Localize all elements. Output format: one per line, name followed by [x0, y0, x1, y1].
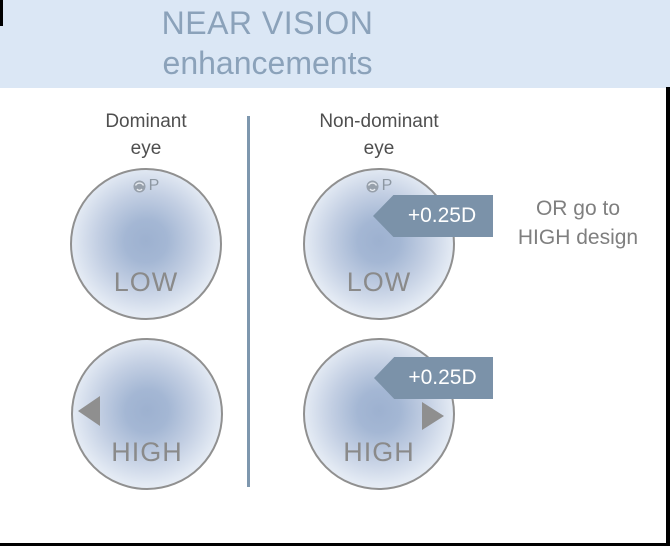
- crop-edge-right: [666, 87, 670, 546]
- arrow-left-icon: [78, 396, 100, 426]
- crop-edge-left: [0, 0, 3, 26]
- page-title-line2: enhancements: [162, 45, 373, 81]
- non-dominant-eye-label-line2: eye: [363, 138, 395, 159]
- add-power-badge-text: +0.25D: [408, 366, 477, 389]
- non-dominant-eye-label-line1: Non-dominant: [319, 111, 439, 132]
- lens-dominant-low: P LOW: [70, 168, 222, 320]
- side-note: OR go to HIGH design: [498, 194, 658, 252]
- non-dominant-eye-label: Non-dominant eye: [295, 108, 463, 162]
- side-note-line1: OR go to: [535, 197, 621, 220]
- dominant-eye-label-line1: Dominant: [105, 111, 187, 132]
- design-label-low: LOW: [346, 267, 412, 297]
- dominant-eye-label: Dominant eye: [70, 108, 222, 162]
- page-title: NEAR VISION enhancements: [0, 3, 535, 83]
- lens-marking: P: [305, 177, 453, 195]
- design-label-high: HIGH: [343, 437, 415, 467]
- add-power-badge-low: +0.25D: [373, 195, 493, 237]
- p-marking-text: P: [381, 177, 393, 194]
- arrow-right-icon: [422, 402, 444, 430]
- add-power-badge-high: +0.25D: [374, 357, 493, 399]
- column-divider: [247, 116, 250, 487]
- dominant-eye-label-line2: eye: [130, 138, 162, 159]
- add-power-badge-text: +0.25D: [407, 204, 477, 227]
- lens-non-dominant-low: P LOW: [303, 168, 455, 320]
- lens-logo-icon: [133, 180, 146, 192]
- lens-dominant-high: HIGH: [71, 338, 223, 490]
- lens-logo-icon: [366, 180, 379, 192]
- header-band: NEAR VISION enhancements: [0, 0, 670, 88]
- design-label-low: LOW: [113, 267, 179, 297]
- side-note-line2: HIGH design: [517, 226, 639, 249]
- page-title-line1: NEAR VISION: [161, 5, 374, 41]
- design-label-high: HIGH: [111, 437, 183, 467]
- p-marking-text: P: [148, 177, 160, 194]
- lens-marking: P: [72, 177, 220, 195]
- crop-edge-bottom: [0, 543, 670, 546]
